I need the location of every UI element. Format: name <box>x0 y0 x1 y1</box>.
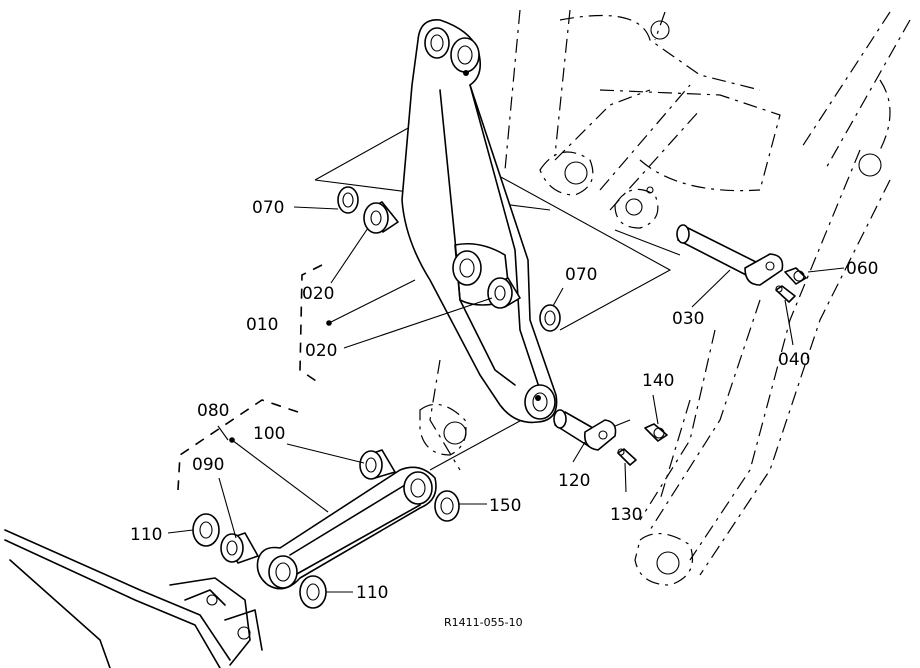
part-label-110-left: 110 <box>130 525 162 545</box>
frame-pivot-hole <box>656 551 680 575</box>
lower-link-assembly <box>256 466 437 590</box>
part-label-110-bottom: 110 <box>356 583 388 603</box>
bushing-020-lower <box>487 277 521 309</box>
part-label-070-lower: 070 <box>565 265 597 285</box>
part-label-020-lower: 020 <box>305 341 337 361</box>
seal-110-bottom <box>299 575 327 609</box>
seal-110-left <box>192 513 220 547</box>
bushing-100 <box>359 449 396 480</box>
washer-150 <box>434 490 460 522</box>
bracket-080 <box>177 399 299 491</box>
frame-pivot-hole <box>650 20 670 40</box>
grease-fitting-130 <box>617 448 637 466</box>
leader-lines <box>167 206 845 593</box>
part-label-020-upper: 020 <box>302 284 334 304</box>
part-label-130: 130 <box>610 505 642 525</box>
part-label-080: 080 <box>197 401 229 421</box>
pin-030 <box>676 224 784 286</box>
part-label-010: 010 <box>246 315 278 335</box>
part-label-120: 120 <box>558 471 590 491</box>
bolt-060 <box>784 267 807 285</box>
part-label-070-upper: 070 <box>252 198 284 218</box>
bolt-140 <box>644 423 668 442</box>
pin-120 <box>553 409 617 451</box>
part-label-140: 140 <box>642 371 674 391</box>
part-label-040: 040 <box>778 350 810 370</box>
part-label-090: 090 <box>192 455 224 475</box>
bushing-090 <box>220 532 259 564</box>
lift-link-assembly <box>401 19 558 424</box>
bucket-corner <box>4 529 263 668</box>
washer-070-upper <box>337 186 359 214</box>
part-label-060: 060 <box>846 259 878 279</box>
part-label-150: 150 <box>489 496 521 516</box>
frame-pivot-hole <box>443 421 467 445</box>
washer-070-lower <box>539 304 561 332</box>
part-label-030: 030 <box>672 309 704 329</box>
bushing-020-upper <box>363 201 399 234</box>
part-label-100: 100 <box>253 424 285 444</box>
grease-fitting-040 <box>775 285 796 303</box>
bracket-010 <box>299 264 323 386</box>
frame-pivot-hole <box>564 161 588 185</box>
frame-small-hole <box>646 186 654 194</box>
drawing-code: R1411-055-10 <box>444 616 523 629</box>
frame-pivot-hole <box>858 153 882 177</box>
loader-frame-phantom <box>419 9 911 586</box>
frame-pivot-hole <box>625 198 643 216</box>
